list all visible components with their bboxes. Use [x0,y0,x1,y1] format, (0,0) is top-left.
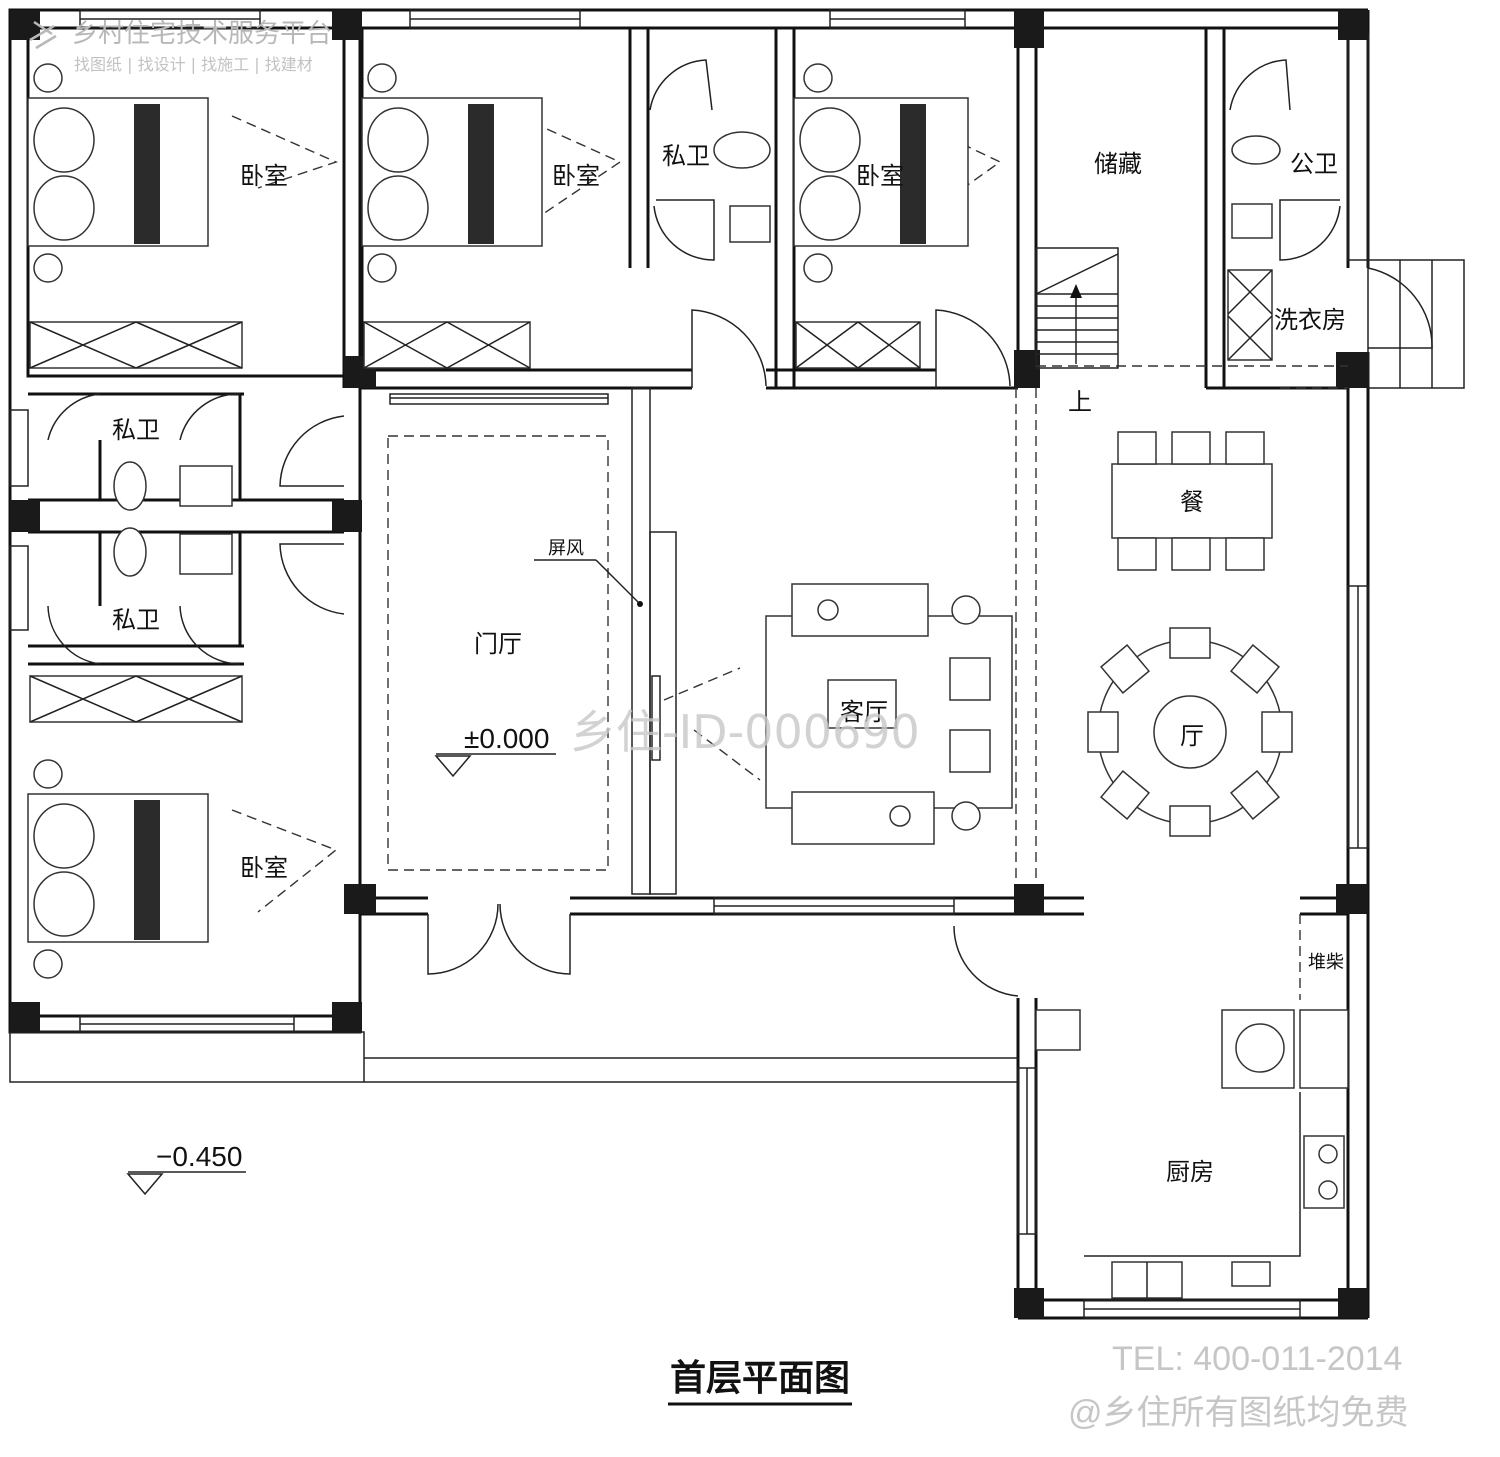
label-stairs-up: 上 [1068,388,1092,416]
doors [47,59,1433,997]
label-living: 客厅 [840,698,888,726]
furniture-bedrooms [27,63,1273,979]
watermark-id: 乡住-ID-000690 [570,705,920,759]
watermarks: 乡村住宅技术服务平台 找图纸 | 找设计 | 找施工 | 找建材 乡住-ID-0… [29,19,1409,1432]
stairs [1035,247,1119,369]
wardrobes [29,269,1273,723]
level-outdoor: −0.450 [156,1141,242,1172]
room-labels: 卧室 卧室 卧室 卧室 私卫 私卫 私卫 储藏 公卫 洗衣房 上 餐 厅 屏风 … [112,142,1346,1399]
label-bedroom-4: 卧室 [240,854,288,882]
windows [9,9,1369,1319]
label-firewood: 堆柴 [1308,952,1344,973]
bed-4 [27,793,209,943]
logo-icon [29,20,57,50]
label-kitchen: 厨房 [1166,1158,1214,1186]
columns [10,10,1368,1318]
watermark-tel: TEL: 400-011-2014 [1112,1340,1402,1378]
screen-partition [534,387,677,895]
living-furniture [765,583,1013,845]
watermark-brand: 乡村住宅技术服务平台 [72,19,332,49]
lamps [33,63,833,979]
label-laundry: 洗衣房 [1274,306,1346,334]
label-bedroom-3: 卧室 [856,162,904,190]
label-storage: 储藏 [1094,150,1142,178]
label-private-bath-3: 私卫 [112,606,160,634]
label-foyer: 门厅 [474,630,522,658]
label-dining: 餐 [1180,488,1204,516]
drawing-title: 首层平面图 [670,1358,850,1399]
label-private-bath-2: 私卫 [112,416,160,444]
label-public-bath: 公卫 [1290,150,1338,178]
label-bedroom-1: 卧室 [240,162,288,190]
level-main: ±0.000 [464,723,549,754]
label-hall: 厅 [1180,722,1204,750]
bed-1 [27,97,209,247]
level-markers [126,753,852,1406]
dining-furniture [1087,431,1293,837]
bath-fixtures [113,131,1281,577]
label-screen: 屏风 [548,538,584,559]
label-private-bath-1: 私卫 [662,142,710,170]
label-bedroom-2: 卧室 [552,162,600,190]
bed-3 [793,97,969,247]
kitchen-furniture [1035,1009,1349,1299]
bed-2 [361,97,543,247]
watermark-slogan: @乡住所有图纸均免费 [1068,1394,1409,1432]
watermark-links: 找图纸 | 找设计 | 找施工 | 找建材 [74,55,313,74]
dashed-lines [231,115,1348,1000]
